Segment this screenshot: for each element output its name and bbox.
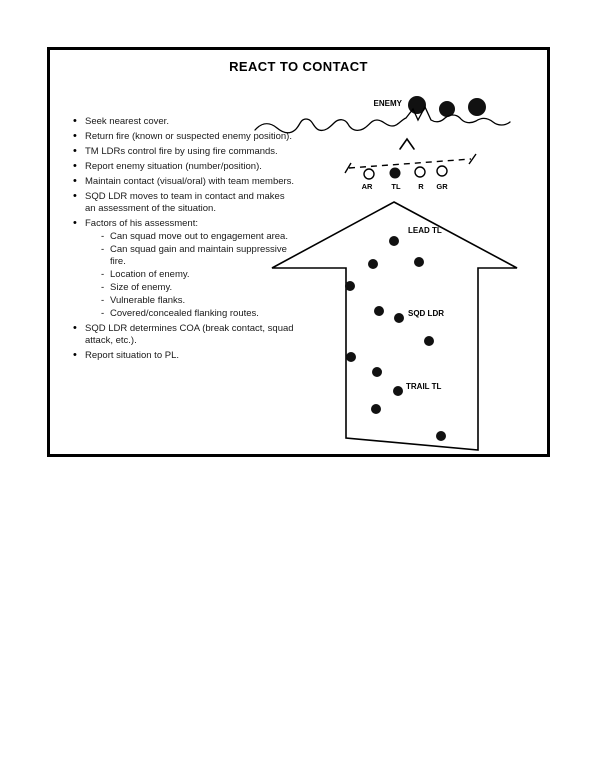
- list-item: SQD LDR determines COA (break contact, s…: [72, 322, 296, 347]
- list-item: Maintain contact (visual/oral) with team…: [72, 175, 296, 188]
- soldier-position-dot: [371, 404, 381, 414]
- page-title: REACT TO CONTACT: [229, 59, 368, 74]
- diagram-frame: REACT TO CONTACT Seek nearest cover. Ret…: [47, 47, 550, 457]
- tactical-diagram: ENEMY AR TL R GR: [254, 96, 518, 451]
- frontline-trace: [254, 105, 511, 134]
- enemy-label: ENEMY: [374, 99, 403, 108]
- assessment-sublist: Can squad move out to engagement area. C…: [101, 231, 296, 320]
- list-item: TM LDRs control fire by using fire comma…: [72, 145, 296, 158]
- sub-list-item: Location of enemy.: [101, 269, 296, 281]
- fireteam-line-tick: [344, 162, 352, 174]
- enemy-unit-symbol: [439, 101, 455, 117]
- list-item: Return fire (known or suspected enemy po…: [72, 130, 296, 143]
- gr-label: GR: [436, 182, 448, 191]
- fireteam-line: [348, 158, 472, 169]
- r-label: R: [418, 182, 424, 191]
- soldier-position-dot: [389, 236, 399, 246]
- list-item: Seek nearest cover.: [72, 115, 296, 128]
- list-item: Factors of his assessment: Can squad mov…: [72, 217, 296, 320]
- soldier-position-dot: [372, 367, 382, 377]
- sqd-ldr-label: SQD LDR: [408, 309, 444, 318]
- soldier-marker-tl: [389, 167, 401, 179]
- soldier-position-dot: [394, 313, 404, 323]
- soldier-position-dot: [374, 306, 384, 316]
- trail-tl-label: TRAIL TL: [406, 382, 442, 391]
- action-list: Seek nearest cover. Return fire (known o…: [72, 115, 296, 365]
- lead-tl-label: LEAD TL: [408, 226, 442, 235]
- soldier-position-dot: [436, 431, 446, 441]
- list-item: SQD LDR moves to team in contact and mak…: [72, 190, 296, 215]
- list-item-label: Factors of his assessment:: [85, 218, 198, 229]
- list-item: Report enemy situation (number/position)…: [72, 160, 296, 173]
- soldier-marker-r: [414, 166, 426, 178]
- squad-axis-arrow: [271, 201, 518, 451]
- soldier-position-dot: [414, 257, 424, 267]
- sub-list-item: Can squad gain and maintain suppressive …: [101, 244, 296, 268]
- soldier-marker-gr: [436, 165, 448, 177]
- soldier-position-dot: [346, 352, 356, 362]
- soldier-position-dot: [393, 386, 403, 396]
- tl-label: TL: [391, 182, 401, 191]
- soldier-position-dot: [368, 259, 378, 269]
- team-wedge-symbol: [399, 137, 415, 150]
- fireteam-line-tick: [468, 153, 477, 165]
- soldier-position-dot: [424, 336, 434, 346]
- sub-list-item: Size of enemy.: [101, 282, 296, 294]
- sub-list-item: Vulnerable flanks.: [101, 295, 296, 307]
- ar-label: AR: [362, 182, 373, 191]
- sub-list-item: Covered/concealed flanking routes.: [101, 308, 296, 320]
- enemy-unit-symbol: [468, 98, 486, 116]
- soldier-marker-ar: [363, 168, 375, 180]
- soldier-position-dot: [345, 281, 355, 291]
- list-item: Report situation to PL.: [72, 349, 296, 362]
- sub-list-item: Can squad move out to engagement area.: [101, 231, 296, 243]
